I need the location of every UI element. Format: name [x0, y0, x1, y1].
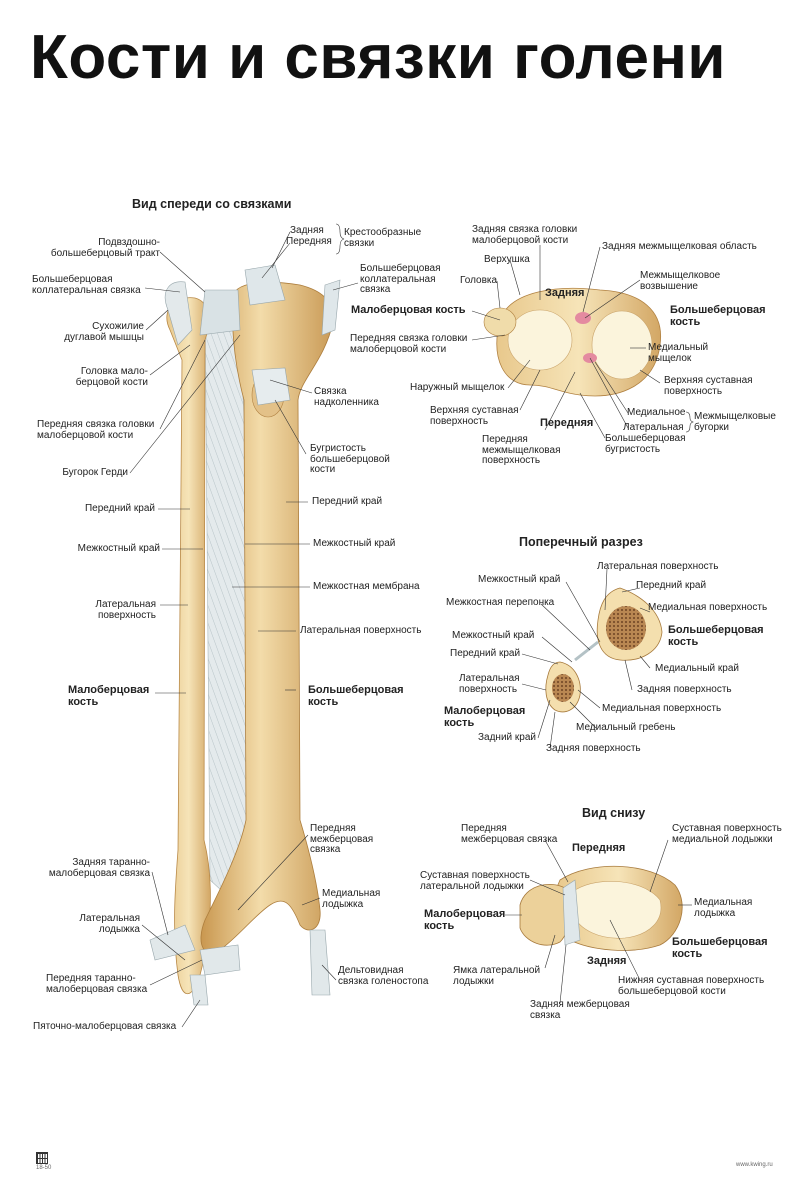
bottom-view-illustration	[519, 865, 683, 951]
label-cs-fibula: Малоберцовая кость	[444, 705, 526, 729]
label-bv-fibula: Малоберцовая кость	[424, 908, 506, 932]
label-bv-anterior: Передняя	[572, 842, 626, 854]
label-patellar-ligament: Связка надколенника	[314, 386, 379, 408]
label-bv-lateral-malleolus-articular-surface: Суставная поверхность латеральной лодыжк…	[420, 870, 530, 892]
label-bv-posterior-tibiofibular-ligament: Задняя межберцовая связка	[530, 999, 630, 1021]
label-cs-interosseous-border-top: Межкостный край	[478, 574, 561, 585]
label-cs-posterior-surface-right: Задняя поверхность	[637, 684, 732, 695]
label-anterior-border-tibia: Передний край	[312, 496, 383, 507]
label-tibial-tuberosity-top: Большеберцовая бугристость	[605, 433, 686, 455]
label-cs-lateral-surface-top: Латеральная поверхность	[597, 561, 719, 572]
label-cs-posterior-border: Задний край	[478, 732, 536, 743]
label-intercondylar-tubercles: Межмыщелковые бугорки	[694, 411, 776, 433]
label-cs-interosseous-membrane: Межкостная перепонка	[446, 597, 555, 608]
label-cs-medial-surface-top: Медиальная поверхность	[648, 602, 768, 613]
label-cs-medial-surface-bottom: Медиальная поверхность	[602, 703, 722, 714]
label-cs-medial-border: Медиальный край	[655, 663, 739, 674]
label-cs-anterior-border-mid: Передний край	[450, 648, 521, 659]
label-tibia: Большеберцовая кость	[308, 684, 404, 708]
label-posterior-top: Задняя	[545, 287, 585, 299]
label-bv-medial-malleolus-articular-surface: Суставная поверхность медиальной лодыжки	[672, 823, 782, 845]
label-intercondylar-eminence: Межмыщелковое возвышение	[640, 270, 721, 292]
label-superior-articular-surface-left: Верхняя суставная поверхность	[430, 405, 519, 427]
label-deltoid-ligament: Дельтовидная связка голеностопа	[338, 965, 429, 987]
section-title-bottom: Вид снизу	[582, 806, 646, 820]
label-cs-tibia: Большеберцовая кость	[668, 624, 764, 648]
label-posterior-cruciate: Задняя	[290, 225, 324, 236]
section-title-front: Вид спереди со связками	[132, 197, 292, 211]
label-medial-tubercle: Медиальное	[627, 407, 686, 418]
label-superior-articular-surface-right: Верхняя суставная поверхность	[664, 375, 753, 397]
label-anterior-intercondylar-surface: Передняя межмыщелковая поверхность	[482, 434, 561, 466]
label-lateral-tubercle: Латеральная	[623, 422, 684, 433]
label-tibia-top: Большеберцовая кость	[670, 304, 766, 328]
label-cs-lateral-surface-mid: Латеральная поверхность	[459, 673, 520, 695]
label-bv-anterior-tibiofibular-ligament: Передняя межберцовая связка	[461, 823, 558, 845]
cross-section-illustration	[545, 587, 663, 713]
label-fibula: Малоберцовая кость	[68, 684, 150, 708]
label-cs-posterior-surface-bottom: Задняя поверхность	[546, 743, 641, 754]
leader-lines	[129, 223, 694, 1028]
label-interosseous-border-tibia: Межкостный край	[313, 538, 396, 549]
label-tibial-collateral-left: Большеберцовая коллатеральная связка	[32, 274, 141, 296]
label-lateral-malleolus: Латеральная лодыжка	[79, 913, 140, 935]
label-medial-malleolus: Медиальная лодыжка	[322, 888, 381, 910]
label-anterior-talofibular-ligament: Передняя таранно- малоберцовая связка	[46, 973, 148, 995]
label-posterior-intercondylar-area: Задняя межмыщелковая область	[602, 241, 757, 252]
label-anterior-fibular-head-ligament: Передняя связка головки малоберцовой кос…	[37, 419, 155, 441]
poster-title: Кости и связки голени	[30, 23, 727, 92]
label-cs-interosseous-border-mid: Межкостный край	[452, 630, 535, 641]
label-anterior-cruciate: Передняя	[286, 236, 332, 247]
fibula-head-top-shape	[483, 307, 517, 337]
label-lateral-surface-fibula: Латеральная поверхность	[95, 599, 156, 621]
label-gerdy-tubercle: Бугорок Герди	[62, 467, 128, 478]
label-bv-medial-malleolus: Медиальная лодыжка	[694, 897, 753, 919]
label-anterior-tibiofibular-ligament: Передняя межберцовая связка	[310, 823, 374, 855]
label-bv-lateral-malleolar-fossa: Ямка латеральной лодыжки	[453, 965, 541, 987]
label-tibial-tuberosity: Бугристость большеберцовой кости	[310, 443, 390, 475]
label-interosseous-border-fibula: Межкостный край	[77, 543, 160, 554]
qr-code-icon	[36, 1152, 48, 1164]
label-anterior-top: Передняя	[540, 417, 594, 429]
section-title-cross: Поперечный разрез	[519, 535, 643, 549]
label-medial-condyle: Медиальный мыщелок	[648, 342, 709, 364]
publisher-site: www.kwing.ru	[736, 1162, 773, 1168]
label-apex: Верхушка	[484, 254, 530, 265]
label-bv-tibia: Большеберцовая кость	[672, 936, 768, 960]
label-calcaneofibular-ligament: Пяточно-малоберцовая связка	[33, 1021, 177, 1032]
label-anterior-fibular-head-ligament-top: Передняя связка головки малоберцовой кос…	[350, 333, 468, 355]
label-head: Головка	[460, 275, 498, 286]
label-cruciate-ligaments: Крестообразные связки	[344, 227, 422, 249]
label-lateral-condyle: Наружный мыщелок	[410, 382, 505, 393]
label-fibula-head: Головка мало- берцовой кости	[75, 366, 148, 388]
label-posterior-fibular-head-ligament: Задняя связка головки малоберцовой кости	[472, 224, 578, 246]
front-view-illustration	[149, 264, 341, 1006]
label-fibula-top: Малоберцовая кость	[351, 304, 466, 316]
label-cs-anterior-border-top: Передний край	[636, 580, 707, 591]
label-tibial-collateral-right: Большеберцовая коллатеральная связка	[360, 263, 441, 295]
label-interosseous-membrane: Межкостная мембрана	[313, 581, 420, 592]
label-lateral-surface-tibia: Латеральная поверхность	[300, 625, 422, 636]
label-bv-inferior-articular-surface: Нижняя суставная поверхность большеберцо…	[618, 975, 765, 997]
label-cs-medial-crest: Медиальный гребень	[576, 722, 676, 733]
poster-code: 18-50	[36, 1165, 52, 1171]
label-biceps-tendon: Сухожилие дуглавой мышцы	[64, 321, 144, 343]
label-iliotibial-tract: Подвздошно- большеберцовый тракт	[50, 237, 160, 259]
label-anterior-border-fibula: Передний край	[84, 503, 155, 514]
label-posterior-talofibular-ligament: Задняя таранно- малоберцовая связка	[48, 857, 150, 879]
top-view-illustration	[483, 287, 662, 397]
label-bv-posterior: Задняя	[587, 955, 627, 967]
